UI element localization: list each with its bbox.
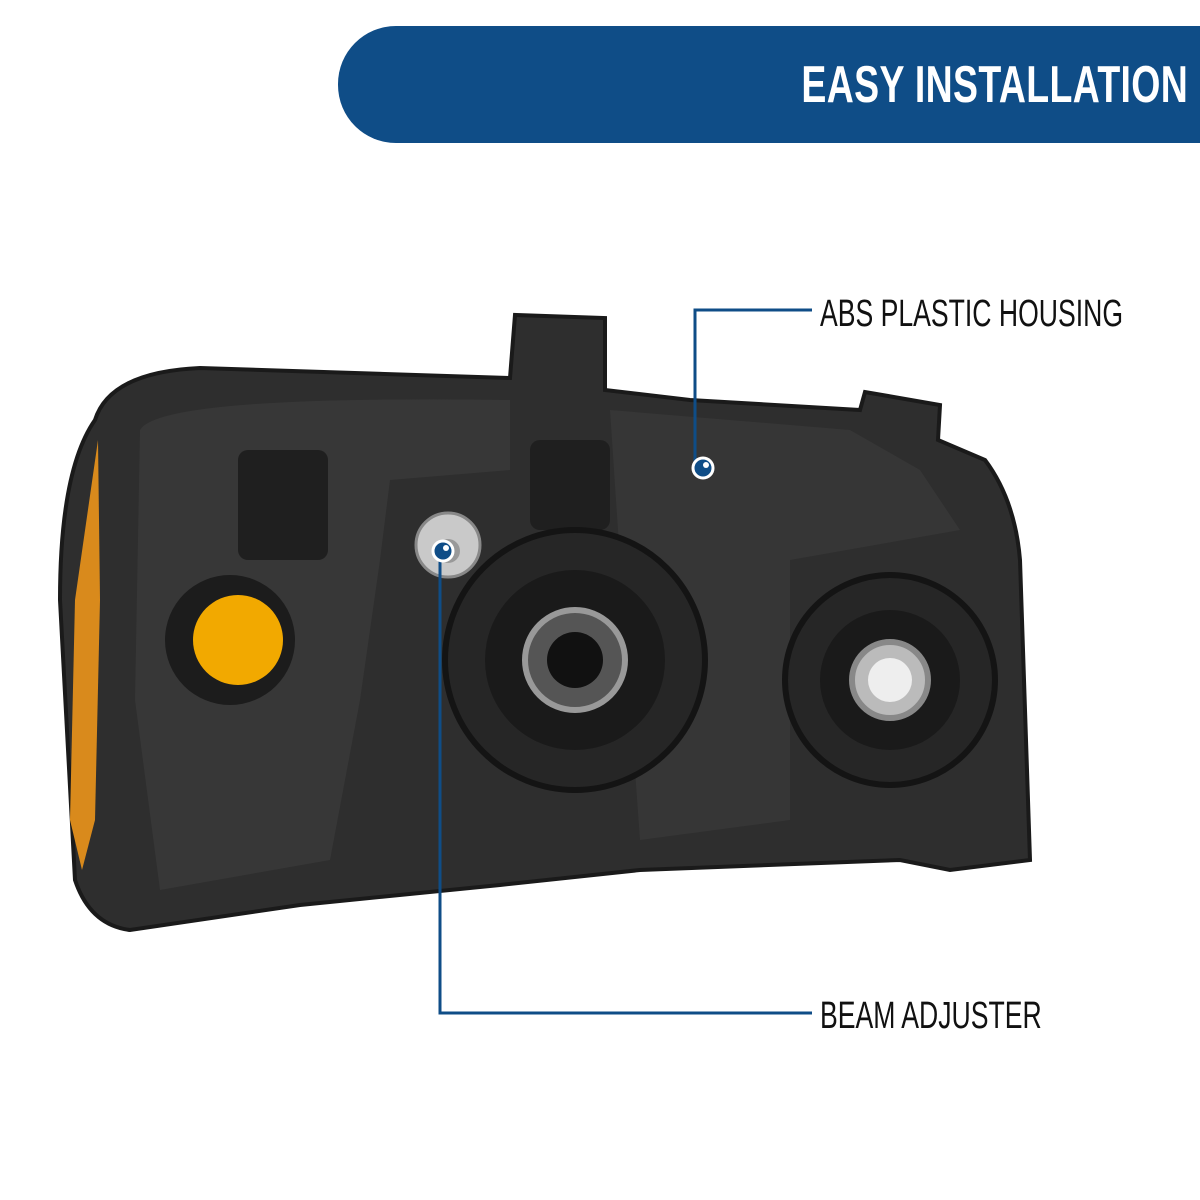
callout-line-housing (693, 308, 812, 468)
amber-side-reflector (70, 440, 100, 870)
banner-title: EASY INSTALLATION (801, 55, 1188, 114)
callout-label-adjuster: BEAM ADJUSTER (820, 995, 1042, 1037)
callout-line-adjuster (438, 551, 812, 1015)
callout-label-housing: ABS PLASTIC HOUSING (820, 293, 1124, 335)
title-banner: EASY INSTALLATION (338, 26, 1200, 143)
amber-bulb-cap (193, 595, 283, 685)
callout-dot-adjuster (431, 539, 455, 563)
callout-dot-housing (691, 456, 715, 480)
